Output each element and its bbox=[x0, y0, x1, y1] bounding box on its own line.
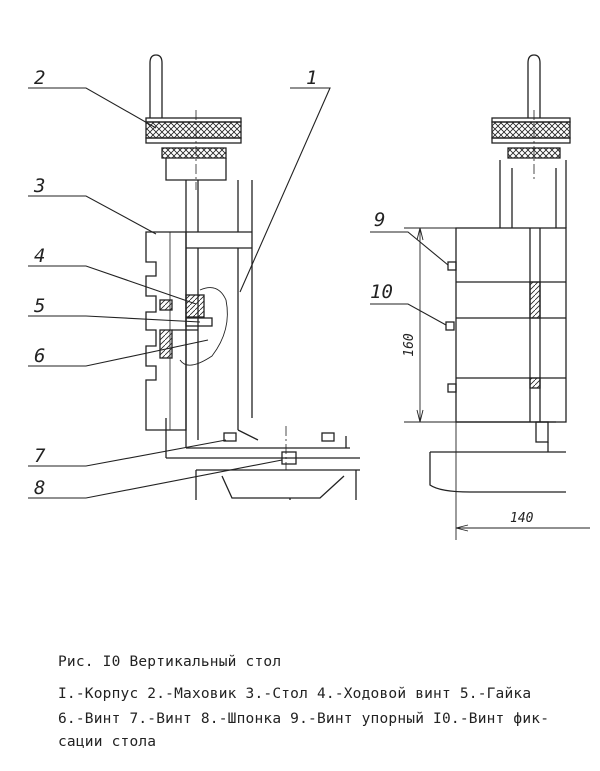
legend-line-2: 6.-Винт 7.-Винт 8.-Шпонка 9.-Винт упорны… bbox=[58, 711, 550, 727]
dimension-140: 140 bbox=[510, 511, 534, 526]
label-9: 9 bbox=[374, 209, 385, 231]
label-7: 7 bbox=[34, 445, 46, 467]
front-view bbox=[145, 54, 360, 500]
handwheel-handle bbox=[149, 54, 163, 118]
figure-caption-title: Рис. I0 Вертикальный стол bbox=[58, 654, 282, 670]
side-view bbox=[429, 54, 571, 493]
leader-lines bbox=[28, 87, 449, 499]
handwheel bbox=[145, 110, 242, 190]
technical-drawing: 1 2 3 4 5 6 7 8 9 10 160 140 bbox=[28, 54, 590, 540]
base bbox=[165, 418, 360, 500]
dimension-160: 160 bbox=[402, 333, 417, 357]
side-base bbox=[429, 442, 566, 493]
label-8: 8 bbox=[34, 477, 45, 499]
lead-screw-nut bbox=[159, 287, 228, 366]
label-1: 1 bbox=[306, 67, 317, 89]
side-body bbox=[445, 160, 567, 443]
label-3: 3 bbox=[33, 175, 45, 197]
legend-line-3: сации стола bbox=[58, 734, 157, 750]
part-labels: 1 2 3 4 5 6 7 8 9 10 160 140 bbox=[33, 67, 534, 526]
side-handle bbox=[491, 54, 571, 180]
label-5: 5 bbox=[34, 295, 45, 317]
legend-line-1: I.-Корпус 2.-Маховик 3.-Стол 4.-Ходовой … bbox=[58, 686, 532, 702]
label-4: 4 bbox=[34, 245, 45, 267]
label-2: 2 bbox=[34, 67, 45, 89]
label-6: 6 bbox=[34, 345, 45, 367]
label-10: 10 bbox=[370, 281, 393, 303]
dimension-lines bbox=[404, 227, 590, 540]
